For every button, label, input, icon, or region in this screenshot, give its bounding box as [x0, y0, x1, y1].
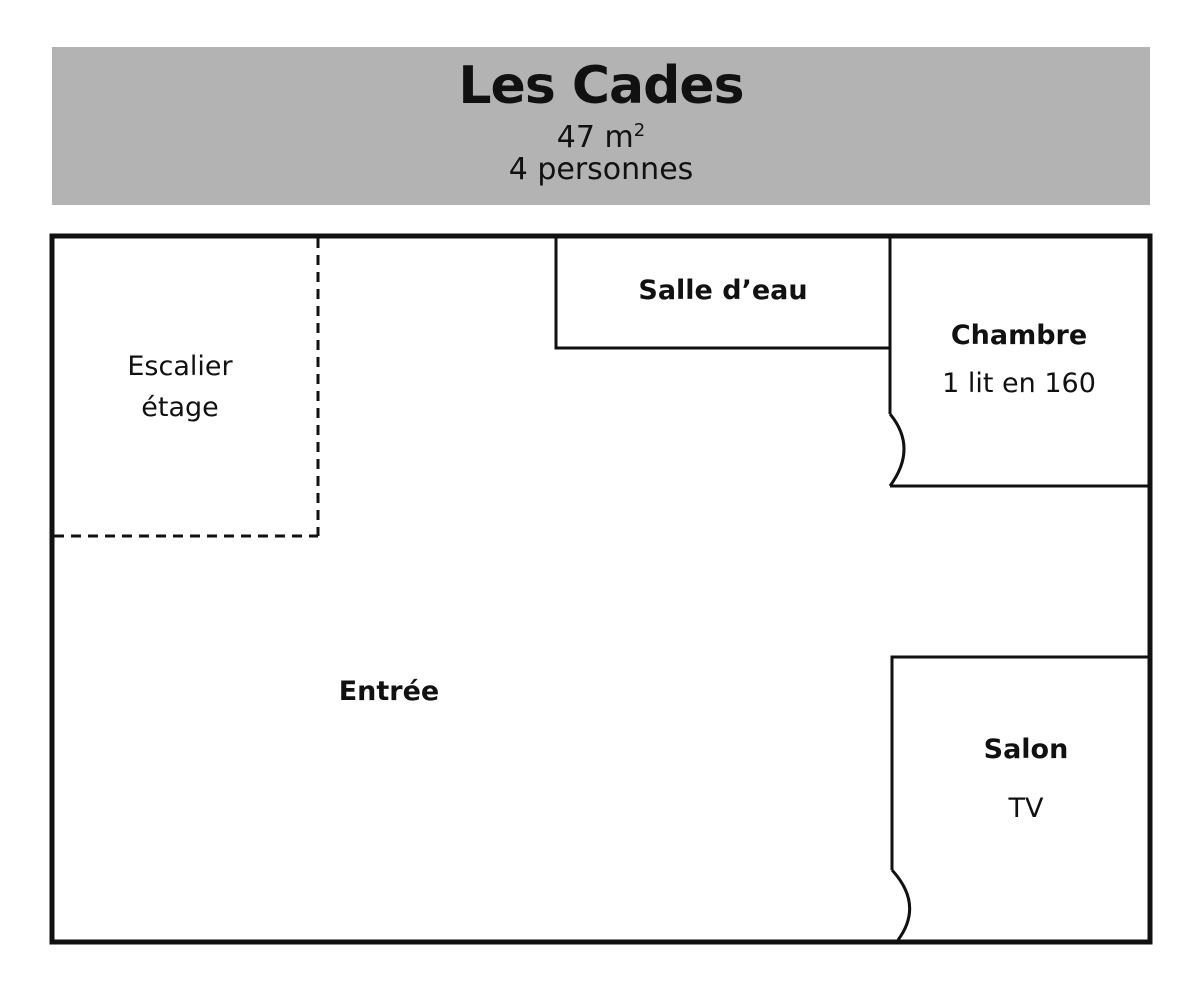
escalier-label: Escalier étage [100, 350, 260, 425]
escalier-label-line1: Escalier [127, 351, 233, 382]
salle-deau-label: Salle d’eau [638, 275, 808, 306]
area-unit-superscript: 2 [633, 120, 646, 141]
salon-door-arc [890, 868, 912, 941]
salon-detail-label: TV [1008, 793, 1044, 824]
area-value: 47 m [556, 120, 634, 155]
chambre-label: Chambre [950, 320, 1088, 351]
chambre-detail-label: 1 lit en 160 [942, 368, 1096, 399]
capacity-text: 4 personnes [508, 152, 694, 187]
outer-wall [49, 233, 1153, 945]
salle-deau-wall [554, 238, 890, 350]
area-text: 47 m2 [52, 113, 1150, 156]
header-banner: Les Cades 47 m2 4 personnes [52, 47, 1150, 205]
page-title: Les Cades [458, 56, 744, 116]
salon-wall [890, 655, 1148, 870]
escalier-label-line2: étage [141, 392, 219, 423]
salon-label: Salon [983, 734, 1069, 765]
chambre-door-arc [888, 413, 906, 487]
entree-label: Entrée [338, 676, 440, 707]
